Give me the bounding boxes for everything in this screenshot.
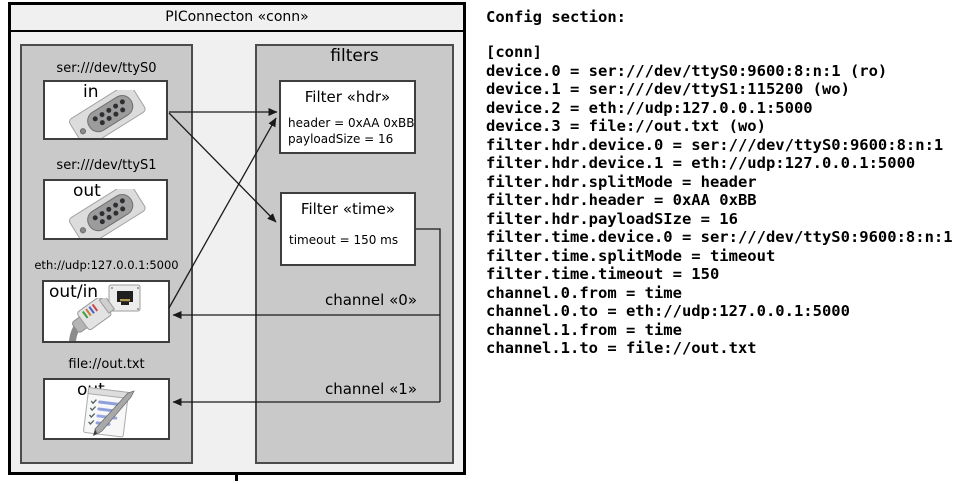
device-box-file: out [43,378,170,440]
device-box-eth: out/in [42,280,170,343]
device-mode-label: out/in [49,282,99,302]
bottom-tick-mark [235,472,238,481]
device-mode-label: in [83,82,99,102]
device-box-ttys0: in [43,80,168,140]
channel-0-label: channel «0» [324,291,417,309]
filter-prop: payloadSize = 16 [288,132,394,146]
device-label-ttys0: ser:///dev/ttyS0 [56,61,157,76]
filter-prop: timeout = 150 ms [289,233,399,247]
diagram-title: PIConnecton «conn» [11,5,463,32]
ethernet-plug-icon [68,298,116,341]
filter-hdr-props: header = 0xAA 0xBB payloadSize = 16 [288,115,414,147]
device-label-eth: eth://udp:127.0.0.1:5000 [34,258,179,272]
filter-time-box: Filter «time» timeout = 150 ms [280,192,416,266]
device-label-ttys1: ser:///dev/ttyS1 [56,158,157,173]
filter-time-props: timeout = 150 ms [289,232,414,248]
filter-hdr-title: Filter «hdr» [304,88,391,106]
serial-port-icon [69,90,146,138]
filter-time-title: Filter «time» [300,200,396,218]
config-section-title: Config section: [486,8,626,26]
filters-panel-title: filters [330,46,379,66]
serial-port-icon [69,189,146,238]
device-label-file: file://out.txt [68,357,145,372]
ethernet-jack-icon [108,284,141,312]
filter-prop: header = 0xAA 0xBB [288,116,415,130]
config-text: [conn] device.0 = ser:///dev/ttyS0:9600:… [486,43,953,357]
text-file-icon [83,387,135,438]
device-mode-label: out [73,181,101,201]
channel-1-label: channel «1» [324,380,417,398]
config-section: Config section: [conn] device.0 = ser://… [486,8,953,358]
device-box-ttys1: out [43,179,168,240]
filter-hdr-box: Filter «hdr» header = 0xAA 0xBB payloadS… [279,80,416,154]
